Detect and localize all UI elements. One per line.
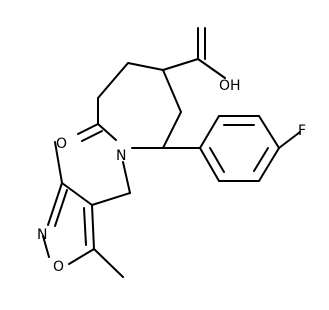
bond-c3-o-double-a: [77, 123, 99, 135]
bond-cooh-oh: [197, 58, 226, 79]
bond-iso-c4-c5-a: [91, 204, 95, 250]
bond-ph-double-b: [253, 147, 269, 172]
bond-c6-c1: [162, 69, 182, 113]
bond-iso-c4-c3: [61, 182, 93, 206]
bond-c6-cooh: [162, 58, 199, 71]
piperidinone-nitrogen-label: N: [116, 148, 126, 164]
bond-c1-c2: [162, 111, 182, 149]
bond-ph-1-2: [199, 115, 220, 149]
bond-ph-fluorine: [278, 131, 301, 149]
bond-methyl-bottom: [93, 248, 124, 278]
bond-c5-c6: [127, 62, 164, 71]
bond-ph-3-4: [258, 115, 280, 149]
bond-n-c3: [97, 123, 117, 141]
bond-iso-c5-o: [68, 248, 95, 265]
bond-iso-n-c3-a: [47, 182, 63, 226]
isoxazole-nitrogen-label: N: [37, 227, 47, 243]
isoxazole-oxygen-label: O: [53, 259, 64, 275]
bond-methyl-top: [54, 141, 63, 184]
bond-ph-6-1: [199, 147, 220, 182]
bond-iso-n-c3-b: [54, 189, 68, 227]
bond-ph-4-5: [258, 147, 280, 182]
bond-iso-o-n: [42, 235, 50, 258]
bond-ph-double-c: [209, 147, 225, 173]
bond-n-ch2: [122, 161, 131, 194]
fluorine-label: F: [298, 123, 306, 139]
bond-ch2-isoxazole: [91, 192, 131, 206]
bond-c3-o-double-b: [81, 130, 103, 142]
bond-c4-c5: [97, 62, 129, 99]
hydroxyl-label: OH: [219, 78, 241, 94]
carbonyl-oxygen-label: O: [56, 136, 67, 152]
bond-iso-c4-c5-b: [83, 207, 87, 246]
